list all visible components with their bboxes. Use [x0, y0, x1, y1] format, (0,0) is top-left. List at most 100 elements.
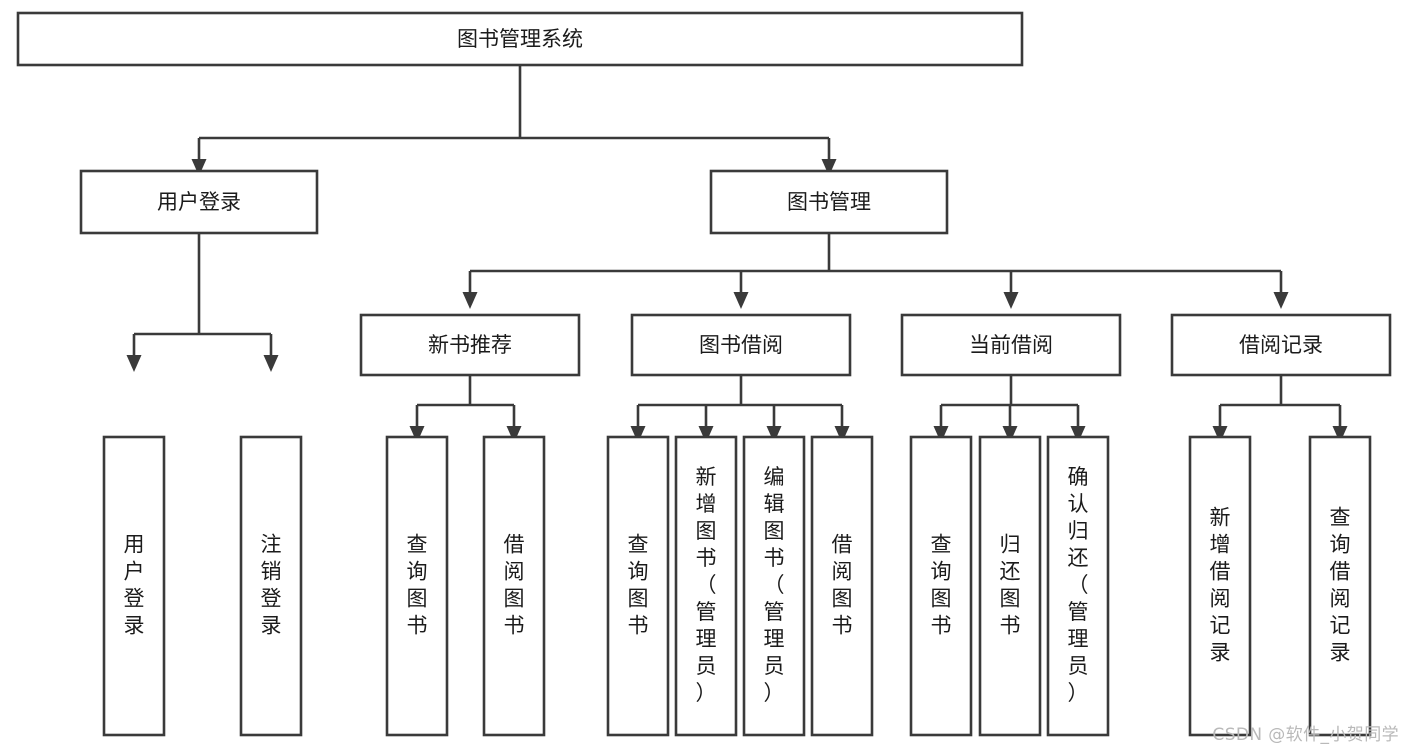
node-l3-1[interactable]: 图书借阅 [630, 313, 852, 377]
node-label-char: 图 [696, 519, 717, 543]
node-l3-2[interactable]: 当前借阅 [900, 313, 1122, 377]
edge-group [933, 375, 1086, 443]
node-label-char: 编 [764, 465, 785, 489]
node-label-char: 增 [1210, 533, 1231, 557]
node-label-char: 查 [407, 533, 428, 557]
edge-arrowhead [1273, 292, 1289, 309]
edge-group [409, 375, 522, 443]
node-label-char: 查 [1330, 506, 1351, 530]
node-label-char: 员 [1068, 654, 1089, 678]
edge-group [126, 233, 279, 372]
node-box[interactable] [482, 435, 546, 737]
edge-arrowhead [698, 426, 714, 443]
node-l4-0[interactable]: 用户登录 [102, 435, 166, 737]
edge-arrowhead [191, 159, 207, 176]
node-label-char: 还 [1068, 546, 1089, 570]
node-label-char: 注 [261, 533, 282, 557]
node-l2-0[interactable]: 用户登录 [79, 169, 319, 235]
node-label-char: 询 [1330, 533, 1351, 557]
node-box[interactable] [16, 11, 1024, 67]
node-label-char: 录 [124, 614, 145, 638]
edge-arrowhead [834, 426, 850, 443]
node-label-char: 录 [261, 614, 282, 638]
node-label: 图书管理 [787, 190, 871, 214]
node-l3-3[interactable]: 借阅记录 [1170, 313, 1392, 377]
node-label-char: 图 [407, 587, 428, 611]
node-box[interactable] [709, 169, 949, 235]
edge-arrowhead [409, 426, 425, 443]
node-label-char: （ [696, 573, 717, 597]
node-label-char: 书 [628, 614, 649, 638]
edge-arrowhead [766, 426, 782, 443]
node-box[interactable] [359, 313, 581, 377]
node-label-char: 新 [1210, 506, 1231, 530]
node-label-char: 用 [124, 533, 145, 557]
edge-arrowhead [1070, 426, 1086, 443]
node-label-char: 询 [407, 560, 428, 584]
node-box[interactable] [102, 435, 166, 737]
node-label-char: 管 [696, 600, 717, 624]
node-label-char: 录 [1210, 641, 1231, 665]
node-label-char: 还 [1000, 560, 1021, 584]
node-label-char: 借 [504, 533, 525, 557]
node-label-char: 阅 [504, 560, 525, 584]
node-label-char: 借 [1210, 560, 1231, 584]
node-box[interactable] [810, 435, 874, 737]
node-box[interactable] [674, 435, 738, 737]
node-box[interactable] [1188, 435, 1252, 737]
edge-arrowhead [1003, 292, 1019, 309]
node-label-char: 询 [931, 560, 952, 584]
edge-arrowhead [733, 292, 749, 309]
node-box[interactable] [1046, 435, 1110, 737]
node-l2-1[interactable]: 图书管理 [709, 169, 949, 235]
node-label-char: 户 [124, 560, 145, 584]
edge-arrowhead [821, 159, 837, 176]
node-label: 图书管理系统 [457, 27, 583, 51]
node-box[interactable] [742, 435, 806, 737]
node-label-char: 图 [832, 587, 853, 611]
node-box[interactable] [1308, 435, 1372, 737]
node-box[interactable] [385, 435, 449, 737]
node-label: 新书推荐 [428, 333, 512, 357]
node-label-char: 图 [504, 587, 525, 611]
node-root-0[interactable]: 图书管理系统 [16, 11, 1024, 67]
node-label-char: 查 [628, 533, 649, 557]
node-label-char: 理 [696, 627, 717, 651]
node-label-char: 阅 [1330, 587, 1351, 611]
node-label-char: （ [1068, 573, 1089, 597]
node-box[interactable] [909, 435, 973, 737]
node-box[interactable] [630, 313, 852, 377]
node-box[interactable] [606, 435, 670, 737]
edge-group [1212, 375, 1348, 443]
node-box[interactable] [1170, 313, 1392, 377]
node-label-char: 归 [1068, 519, 1089, 543]
node-label: 借阅记录 [1239, 333, 1323, 357]
node-box[interactable] [978, 435, 1042, 737]
node-label: 图书借阅 [699, 333, 783, 357]
node-label-char: ） [696, 681, 717, 705]
node-l3-0[interactable]: 新书推荐 [359, 313, 581, 377]
edge-arrowhead [462, 292, 478, 309]
node-label-char: 理 [1068, 627, 1089, 651]
node-label-char: 管 [1068, 600, 1089, 624]
node-box[interactable] [79, 169, 319, 235]
node-box[interactable] [239, 435, 303, 737]
node-label-char: 图 [628, 587, 649, 611]
node-label-char: 记 [1210, 614, 1231, 638]
node-label-char: 书 [1000, 614, 1021, 638]
node-box[interactable] [900, 313, 1122, 377]
edge-group [191, 65, 837, 176]
